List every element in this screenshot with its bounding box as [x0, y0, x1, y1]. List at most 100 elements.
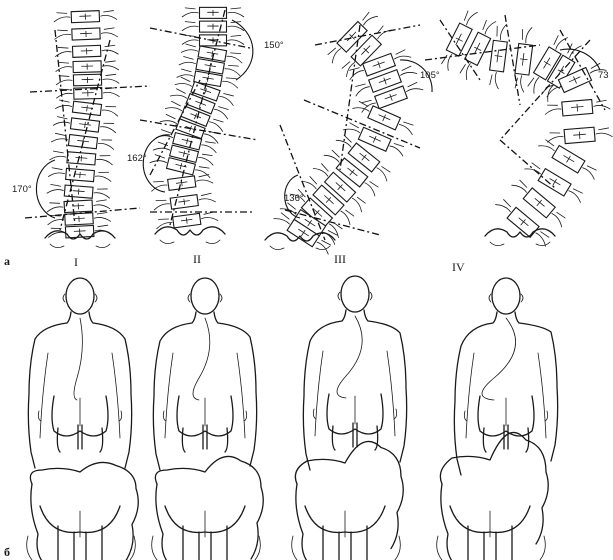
nerve-root [57, 30, 67, 31]
back-spine-line [337, 316, 362, 398]
head [66, 278, 94, 314]
vertebra [72, 101, 101, 115]
spine-stage-4 [442, 11, 613, 246]
nerve-root [310, 177, 317, 184]
nerve-root [225, 69, 240, 76]
nerve-root [231, 53, 241, 54]
nerve-root [177, 75, 193, 78]
nerve-root [460, 64, 465, 72]
nerve-root [199, 174, 209, 176]
pelvis [270, 246, 330, 250]
nerve-root [594, 105, 610, 109]
nerve-root [548, 86, 553, 102]
nerve-root [184, 57, 194, 60]
nerve-root [199, 167, 209, 168]
hands [27, 536, 136, 560]
angle-label-stage2-upper: 150° [264, 40, 284, 51]
nerve-root [185, 8, 195, 9]
nerve-root [496, 205, 511, 212]
nerve-root [322, 240, 331, 245]
nerve-root [394, 56, 410, 59]
panel-b-label: б [4, 545, 10, 559]
vertebra [490, 40, 508, 72]
nerve-root [583, 168, 595, 180]
rump-outline [156, 484, 171, 560]
nerve-root [94, 193, 110, 198]
nerve-root [219, 107, 229, 110]
nerve-root [97, 213, 107, 215]
nerve-root [51, 139, 67, 142]
nerve-root [442, 55, 447, 63]
nerve-root [175, 83, 191, 86]
nerve-root [59, 76, 69, 77]
nerve-root [59, 62, 69, 63]
nerve-root [56, 67, 72, 72]
vertebra [64, 200, 93, 212]
nerve-root [181, 69, 191, 72]
angle-label-stage1: 170° [12, 184, 32, 195]
cobb-line [500, 140, 555, 188]
nerve-root [103, 66, 119, 70]
nerve-root [281, 213, 289, 219]
forward-bend-figure-2 [152, 456, 264, 560]
nerve-root [51, 184, 61, 186]
nerve-root [214, 109, 227, 119]
nerve-root [209, 122, 222, 132]
nerve-root [94, 217, 110, 221]
hands [292, 536, 401, 560]
angle-arc [36, 160, 55, 218]
nerve-root [102, 50, 118, 54]
nerve-root [179, 62, 195, 65]
nerve-root [176, 89, 185, 94]
stage-numeral-1: I [74, 255, 78, 269]
vertebra [70, 118, 99, 132]
back-spine-line [482, 318, 516, 400]
nerve-root [202, 145, 217, 153]
nerve-root [58, 47, 68, 48]
nerve-root [394, 143, 404, 146]
nerve-root [55, 133, 65, 135]
nerve-root [185, 22, 195, 23]
nerve-root [534, 78, 539, 94]
rump-outline [440, 432, 548, 544]
nerve-root [182, 26, 198, 31]
vertebra [538, 169, 571, 196]
vertebra [368, 106, 401, 130]
nerve-root [227, 56, 242, 63]
nerve-root [353, 108, 369, 111]
nerve-root [541, 232, 549, 238]
torso-outline [153, 312, 256, 470]
nerve-root [171, 101, 180, 106]
standing-figure-4 [454, 278, 557, 475]
vertebra [72, 45, 100, 57]
nerve-root [226, 78, 236, 79]
forward-bend-figure-1 [27, 462, 139, 560]
forward-bend-figure-3 [292, 441, 404, 560]
nerve-root [363, 12, 369, 20]
head [341, 276, 369, 312]
pelvis [160, 240, 220, 244]
nerve-root [344, 135, 351, 142]
angle-label-stage3-upper: 105° [420, 70, 440, 81]
nerve-root [596, 133, 612, 137]
vertebra [72, 28, 100, 40]
cobb-line [170, 10, 225, 225]
nerve-root [214, 119, 224, 122]
nerve-root [170, 95, 186, 98]
head [492, 278, 520, 314]
nerve-root [352, 198, 361, 212]
nerve-root [106, 74, 116, 75]
nerve-root [377, 168, 387, 181]
rump-outline [31, 484, 46, 560]
angle-arc [232, 20, 253, 80]
spine-panel-a [25, 7, 612, 254]
vertebra [200, 7, 227, 18]
nerve-root [59, 100, 69, 102]
vertebra [67, 152, 96, 165]
nerve-root [231, 35, 241, 36]
nerve-root [47, 190, 63, 194]
nerve-root [467, 12, 478, 25]
nerve-root [408, 82, 417, 86]
nerve-root [490, 75, 492, 85]
ears [63, 294, 97, 302]
